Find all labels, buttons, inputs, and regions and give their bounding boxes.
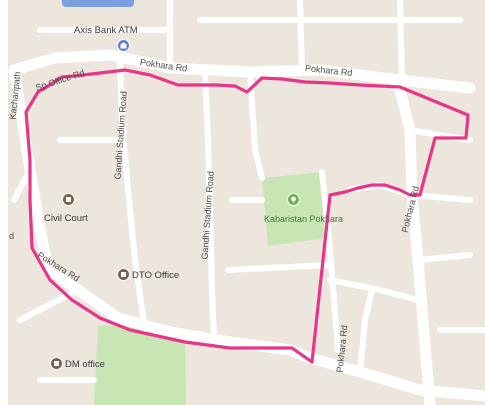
bank-icon[interactable] [117, 39, 130, 52]
bank-glyph [120, 42, 127, 49]
road-label-edge-fragment: d [9, 231, 15, 241]
kabaristan-park-area [262, 172, 326, 246]
bottom-park-area [94, 325, 186, 405]
gandhi-stadium-road-1 [117, 59, 148, 333]
government-building-icon[interactable] [50, 357, 63, 370]
civil-court-glyph [66, 197, 71, 202]
minor-road-j [297, 0, 305, 73]
minor-road-k [397, 0, 405, 83]
park-tree-icon[interactable] [287, 193, 300, 206]
poi-label-dto-office: DTO Office [132, 270, 180, 281]
dm-office-glyph [54, 361, 59, 366]
government-building-icon[interactable] [117, 268, 130, 281]
minor-road-d [327, 277, 421, 303]
poi-label-kabaristan-pokhara: Kabaristan Pokhara [264, 214, 344, 224]
poi-label-civil-court: Civil Court [44, 213, 88, 224]
minor-road-t [225, 262, 333, 273]
minor-road-n [11, 167, 33, 203]
minor-road-e [357, 287, 375, 375]
minor-road-f [415, 252, 473, 263]
highlighted-route[interactable] [24, 68, 470, 364]
pokhara-rd-top [8, 49, 476, 94]
top-edge-marker [62, 0, 134, 7]
poi-label-dm-office: DM office [65, 359, 105, 370]
minor-road-b [319, 169, 341, 353]
minor-road-h [409, 192, 473, 203]
gandhi-stadium-road-2 [202, 69, 217, 343]
park-glyph [291, 196, 296, 203]
dto-office-glyph [121, 272, 126, 277]
poi-label-axis-bank-atm: Axis Bank ATM [74, 25, 138, 36]
minor-road-a [247, 69, 265, 181]
government-building-icon[interactable] [62, 193, 75, 206]
